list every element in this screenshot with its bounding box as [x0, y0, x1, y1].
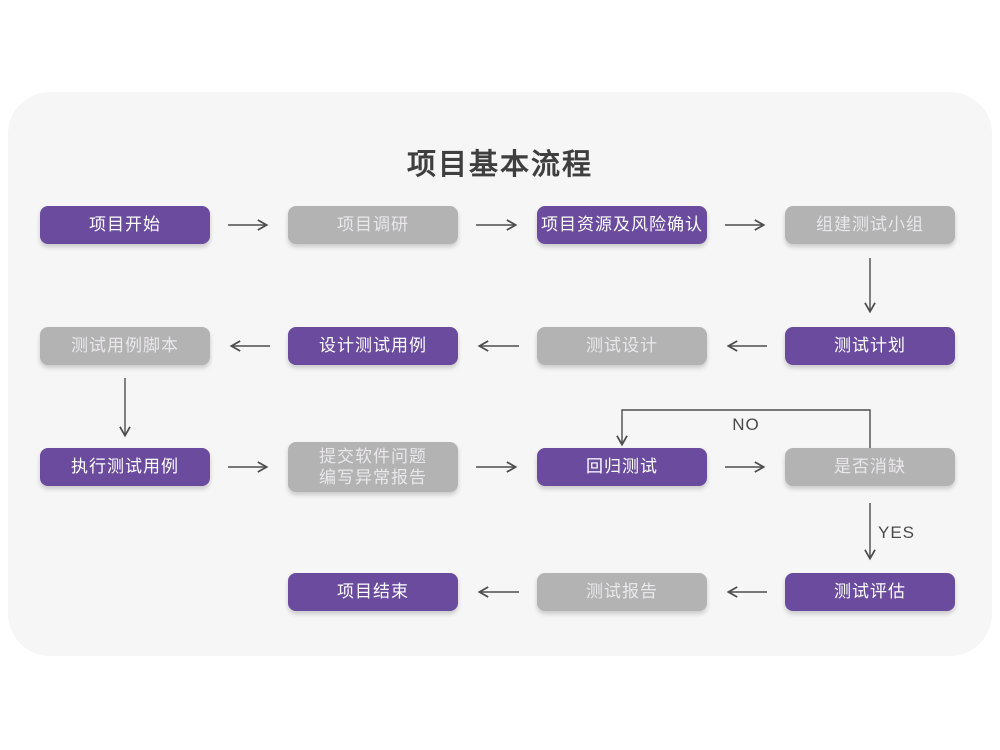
edge-label-yes: YES	[878, 523, 916, 542]
flow-node-project-start: 项目开始	[40, 206, 210, 244]
flow-node-resources-risk: 项目资源及风险确认	[537, 206, 707, 244]
flowchart-card-background	[8, 92, 992, 656]
diagram-title: 项目基本流程	[406, 149, 593, 181]
flow-node-execute-test-cases: 执行测试用例	[40, 448, 210, 486]
flow-node-test-case-script: 测试用例脚本	[40, 327, 210, 365]
flow-node-test-report: 测试报告	[537, 573, 707, 611]
flow-node-design-test-cases: 设计测试用例	[288, 327, 458, 365]
flow-node-form-test-team: 组建测试小组	[785, 206, 955, 244]
flow-node-test-evaluation: 测试评估	[785, 573, 955, 611]
flow-node-regression-test: 回归测试	[537, 448, 707, 486]
flow-node-defect-cleared: 是否消缺	[785, 448, 955, 486]
flow-node-project-research: 项目调研	[288, 206, 458, 244]
flow-node-submit-issue-report: 提交软件问题 编写异常报告	[288, 442, 458, 492]
flow-node-test-design: 测试设计	[537, 327, 707, 365]
flow-node-test-plan: 测试计划	[785, 327, 955, 365]
edge-label-no: NO	[732, 415, 760, 434]
flow-node-project-end: 项目结束	[288, 573, 458, 611]
